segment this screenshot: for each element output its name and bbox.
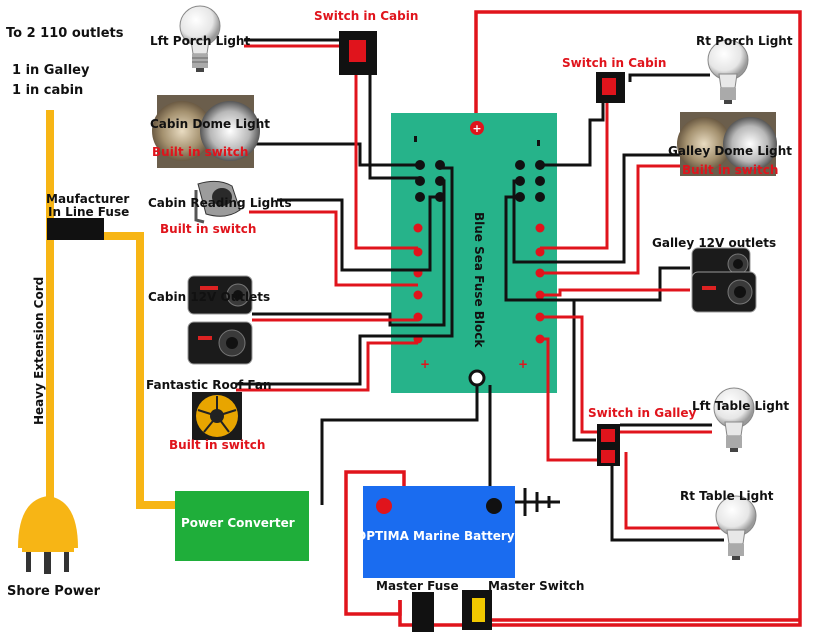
dome-light-icon xyxy=(152,95,260,168)
switch-cabin-porch xyxy=(339,31,377,75)
extension-cord-label: Heavy Extension Cord xyxy=(32,276,46,425)
reading-light-icon xyxy=(194,180,241,224)
light-bulb-icon xyxy=(715,495,757,560)
roof-fan-icon xyxy=(192,392,242,440)
cabin-12v-outlets-label: Cabin 12V Outlets xyxy=(148,290,271,304)
lft-table-light-label: Lft Table Light xyxy=(692,399,790,413)
plug-icon xyxy=(18,496,78,574)
cabin-reading-lights-label: Cabin Reading Lights xyxy=(148,196,292,210)
outlets-galley: 1 in Galley xyxy=(12,63,90,78)
switch-in-galley-label: Switch in Galley xyxy=(588,406,697,420)
light-bulb-icon xyxy=(707,39,749,104)
shore-power-cord xyxy=(46,110,178,509)
outlets-title: To 2 110 outlets xyxy=(6,26,124,41)
fuse-block-label: Blue Sea Fuse Block xyxy=(472,212,486,348)
negative-wires-right xyxy=(504,73,724,542)
power-converter xyxy=(175,491,309,561)
master-switch-label: Master Switch xyxy=(488,579,585,593)
mfr-fuse-label-2: In Line Fuse xyxy=(48,205,130,219)
switch-in-cabin-right-label: Switch in Cabin xyxy=(562,56,667,70)
12v-outlet-icon xyxy=(187,275,253,365)
master-switch xyxy=(462,590,492,630)
built-in-switch-1-label: Built in switch xyxy=(152,145,249,159)
switch-galley xyxy=(597,424,620,466)
battery xyxy=(363,486,515,578)
light-bulb-icon xyxy=(713,387,755,452)
master-fuse xyxy=(412,592,434,632)
built-in-switch-2-label: Built in switch xyxy=(160,222,257,236)
master-fuse-label: Master Fuse xyxy=(376,579,459,593)
lft-porch-light-label: Lft Porch Light xyxy=(150,34,251,48)
power-converter-label: Power Converter xyxy=(181,516,295,530)
cabin-dome-light-label: Cabin Dome Light xyxy=(150,117,270,131)
switch-cabin-right xyxy=(596,72,625,103)
light-bulb-icon xyxy=(179,5,221,72)
built-in-switch-4-label: Built in switch xyxy=(682,163,779,177)
switch-in-cabin-top-label: Switch in Cabin xyxy=(314,9,419,23)
rt-table-light-label: Rt Table Light xyxy=(680,489,774,503)
rt-porch-light-label: Rt Porch Light xyxy=(696,34,793,48)
mfr-fuse-label-1: Maufacturer xyxy=(46,192,130,206)
positive-wires-right xyxy=(540,82,724,530)
galley-dome-light-label: Galley Dome Light xyxy=(668,144,792,158)
fuse-block-plus-left: + xyxy=(420,357,430,371)
built-in-switch-3-label: Built in switch xyxy=(169,438,266,452)
fuse-block: + xyxy=(391,113,557,393)
ground-icon xyxy=(523,488,551,516)
dome-light-icon xyxy=(677,112,777,176)
galley-12v-outlets-label: Galley 12V outlets xyxy=(652,236,777,250)
outlets-cabin: 1 in cabin xyxy=(12,83,84,98)
svg-text:+: + xyxy=(472,122,481,135)
fantastic-roof-fan-label: Fantastic Roof Fan xyxy=(146,378,272,392)
battery-label: OPTIMA Marine Battery xyxy=(356,529,515,543)
positive-wires xyxy=(344,10,802,627)
12v-outlet-icon xyxy=(691,247,757,313)
shore-power-label: Shore Power xyxy=(7,584,100,599)
positive-wires-left xyxy=(236,44,418,392)
inline-fuse xyxy=(47,218,104,240)
fuse-block-plus-right: + xyxy=(518,357,528,371)
